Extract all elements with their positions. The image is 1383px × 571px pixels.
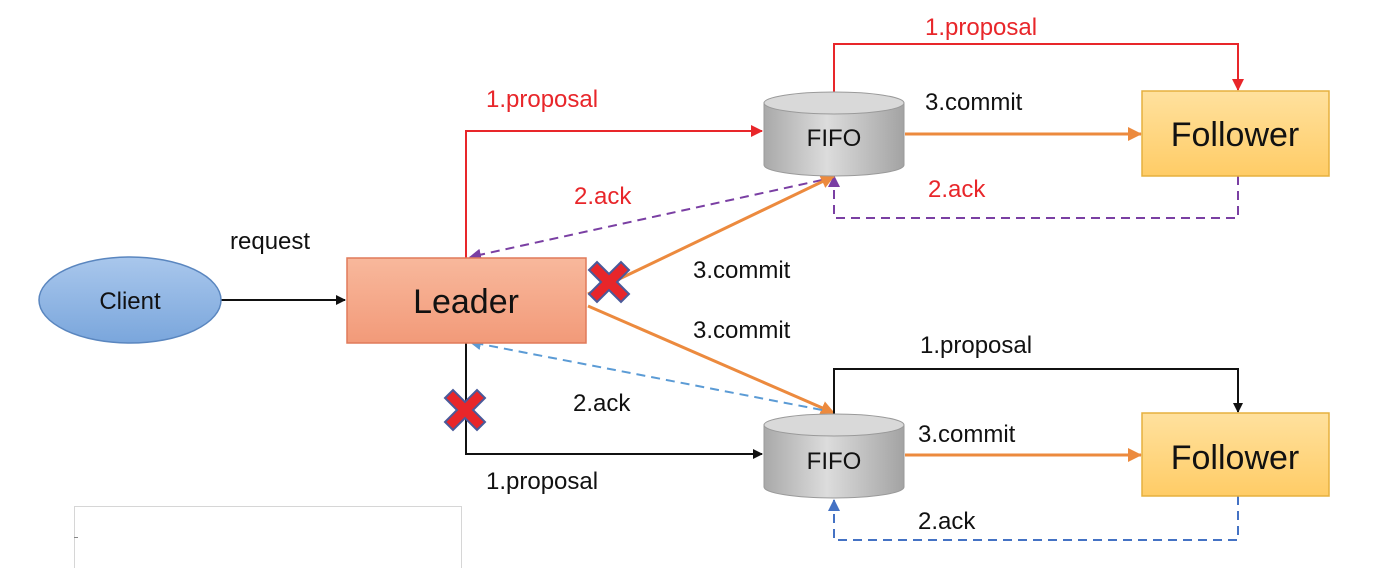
x-mark-proposal-icon: [443, 388, 487, 432]
x-mark-commit-icon: [587, 260, 631, 304]
follower-ack-top-arrow: [828, 175, 1239, 219]
ack-leader-bottom-label: 2.ack: [573, 390, 631, 417]
follower-top-label: Follower: [1171, 116, 1299, 154]
panel-tick: [74, 537, 78, 538]
leader-ack-bottom-arrow: [469, 338, 823, 411]
request-label: request: [230, 228, 310, 255]
leader-proposal-top-label: 1.proposal: [486, 86, 598, 113]
ack-follower-bottom-label: 2.ack: [918, 508, 976, 535]
commit-leader-top-label: 3.commit: [693, 257, 791, 284]
leader-proposal-bottom-arrow: [465, 343, 763, 459]
leader-proposal-bottom-label: 1.proposal: [486, 468, 598, 495]
follower-ack-bottom-arrow: [828, 496, 1239, 541]
client-node: Client: [38, 256, 222, 344]
fifo-top-node: FIFO: [763, 91, 905, 177]
follower-bottom-node: Follower: [1141, 412, 1330, 497]
follower-proposal-bottom-label: 1.proposal: [920, 332, 1032, 359]
leader-proposal-top-arrow: [465, 125, 763, 258]
leader-commit-top-arrow: [587, 174, 835, 296]
ack-follower-top-label: 2.ack: [928, 176, 986, 203]
follower-proposal-bottom-arrow: [833, 368, 1243, 414]
client-label: Client: [99, 288, 161, 315]
fifo-bottom-node: FIFO: [763, 413, 905, 499]
commit-fifo-bottom-label: 3.commit: [918, 421, 1016, 448]
follower-top-node: Follower: [1141, 90, 1330, 177]
leader-node: Leader: [346, 257, 587, 344]
fifo-bottom-label: FIFO: [807, 448, 862, 475]
blank-panel: [74, 506, 462, 568]
follower-bottom-label: Follower: [1171, 439, 1299, 477]
ack-leader-top-label: 2.ack: [574, 183, 632, 210]
follower-proposal-top-label: 1.proposal: [925, 14, 1037, 41]
follower-proposal-top-arrow: [833, 43, 1244, 95]
commit-fifo-top-label: 3.commit: [925, 89, 1023, 116]
leader-commit-bottom-arrow: [587, 304, 835, 415]
leader-label: Leader: [413, 283, 519, 321]
leader-ack-top-arrow: [469, 179, 823, 261]
fifo-top-label: FIFO: [807, 125, 862, 152]
commit-leader-bottom-label: 3.commit: [693, 317, 791, 344]
